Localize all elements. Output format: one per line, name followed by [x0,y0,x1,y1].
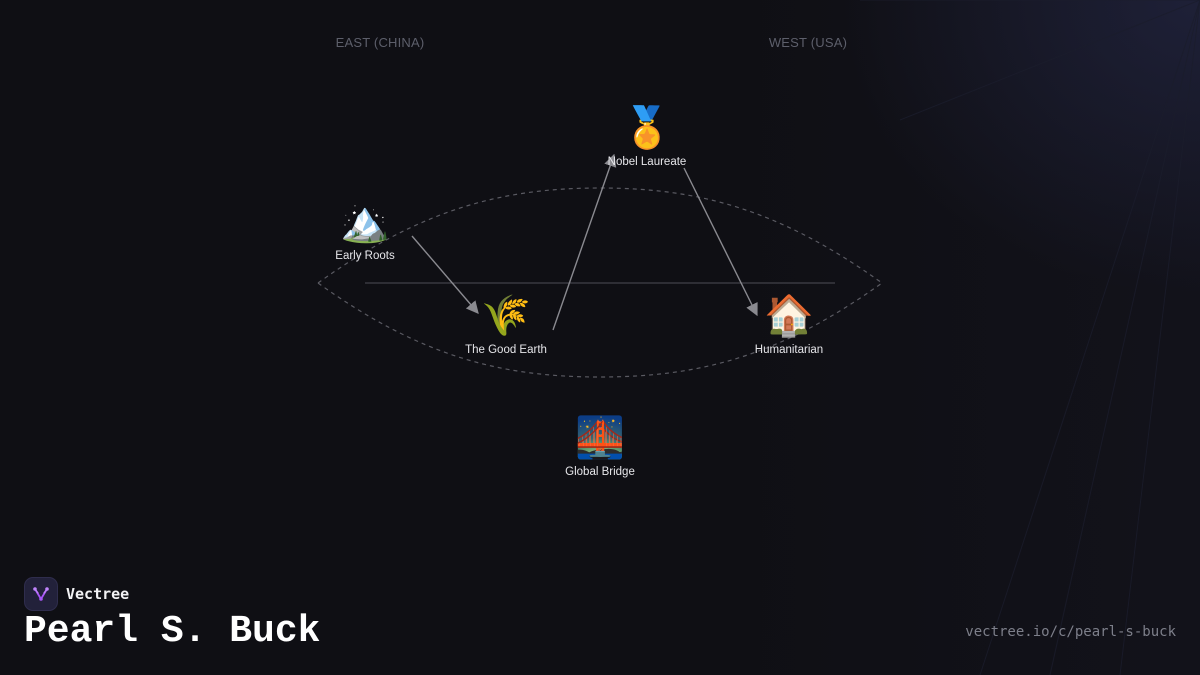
connector-early-roots-to-good-earth [411,235,479,314]
house-icon: 🏠 [764,293,814,339]
lens-outline-bottom [317,282,883,378]
wheat-icon: 🌾 [481,293,531,339]
bridge-icon: 🌉 [575,415,625,461]
node-label: Global Bridge [565,466,635,478]
node-early-roots[interactable]: 🏔️ Early Roots [335,198,394,262]
node-humanitarian[interactable]: 🏠 Humanitarian [755,292,823,356]
node-label: Nobel Laureate [607,156,687,168]
mountain-icon: 🏔️ [340,199,390,245]
region-label-west: WEST (USA) [768,35,848,50]
node-global-bridge[interactable]: 🌉 Global Bridge [565,414,635,478]
node-label: Humanitarian [754,344,824,356]
node-label: Early Roots [335,250,395,262]
region-label-east: EAST (CHINA) [335,35,425,50]
connector-nobel-laureate-to-humanitarian [683,167,758,317]
lens-outline-top [317,187,883,284]
node-nobel-laureate[interactable]: 🏅 Nobel Laureate [608,104,687,168]
brand[interactable]: Vectree [24,577,129,611]
connector-good-earth-to-nobel-laureate [552,153,617,331]
brand-name: Vectree [66,585,130,603]
vectree-logo-icon [24,577,58,611]
page-url[interactable]: vectree.io/c/pearl-s-buck [965,624,1176,640]
page-title: Pearl S. Buck [24,610,321,653]
node-label: The Good Earth [465,344,547,356]
node-good-earth[interactable]: 🌾 The Good Earth [465,292,547,356]
medal-icon: 🏅 [622,105,672,151]
